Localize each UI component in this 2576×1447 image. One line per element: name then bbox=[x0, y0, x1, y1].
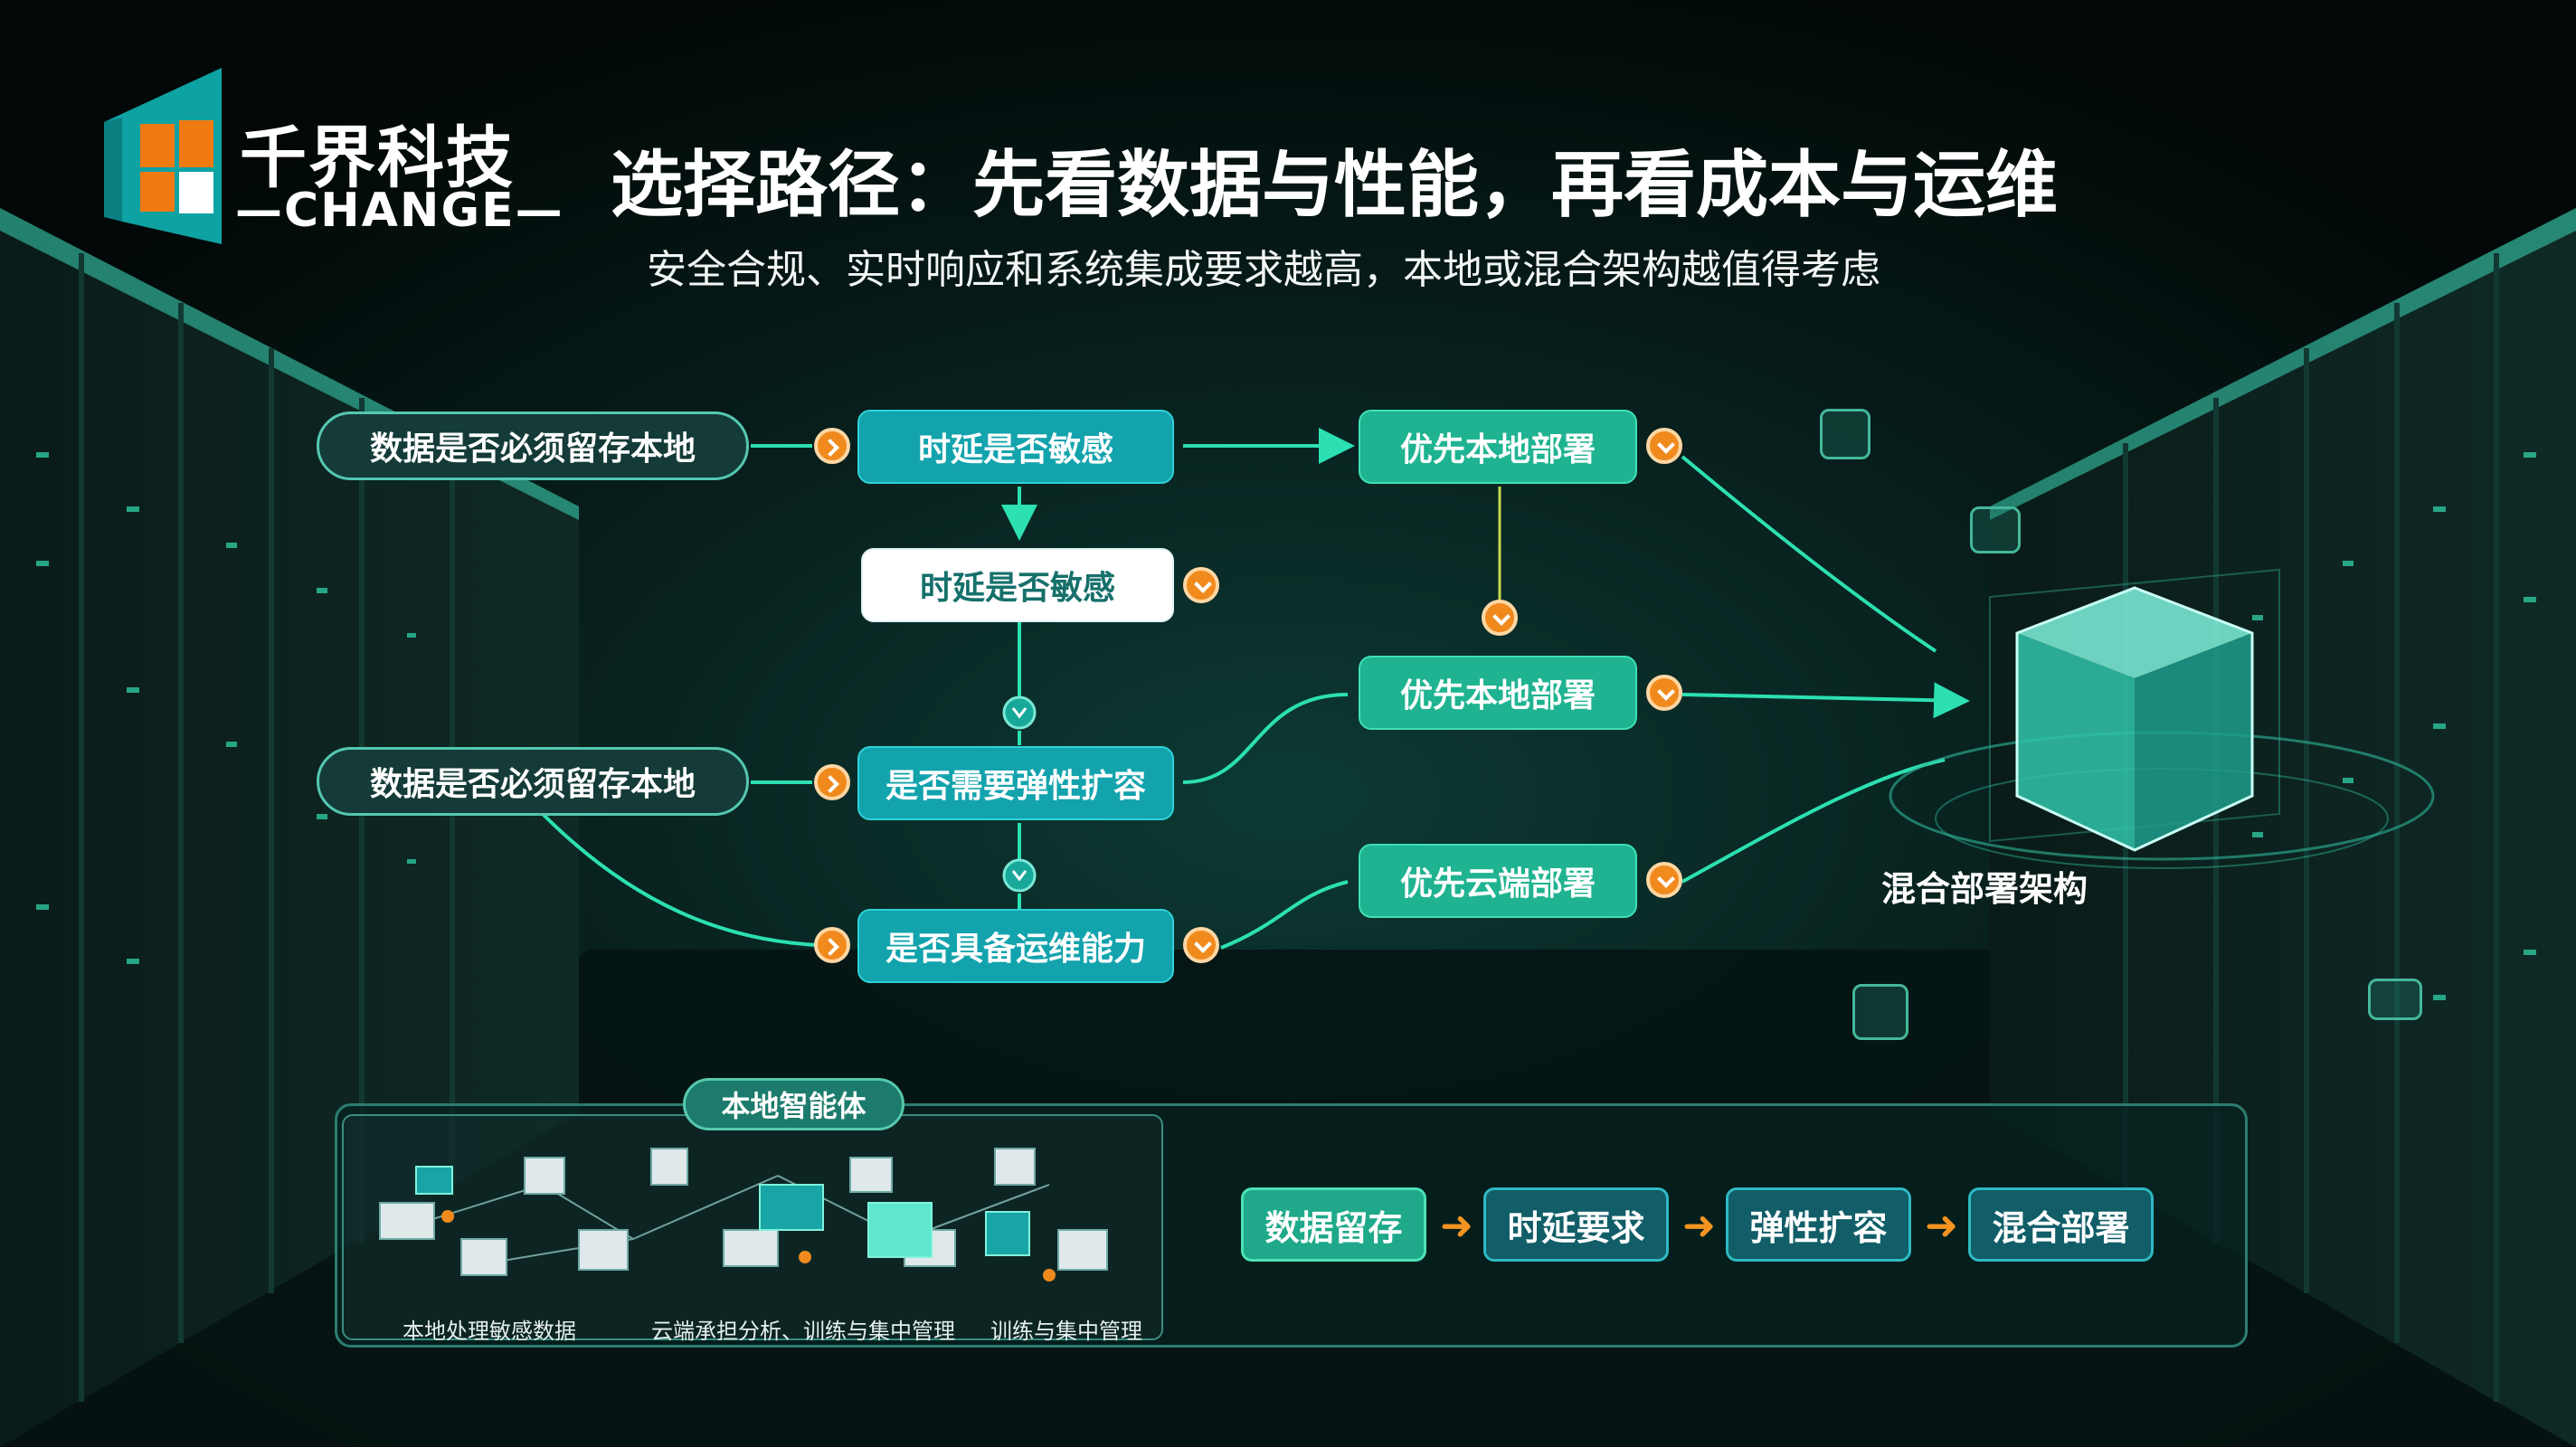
node-local-deploy-2: 优先本地部署 bbox=[1359, 656, 1637, 730]
node-latency-2: 时延是否敏感 bbox=[861, 548, 1174, 622]
panel-tag: 本地智能体 bbox=[683, 1078, 904, 1130]
node-data-local-2: 数据是否必须留存本地 bbox=[317, 747, 749, 816]
flow-step-hybrid: 混合部署 bbox=[1968, 1187, 2154, 1262]
flow-arrow-icon: ➜ bbox=[1682, 1203, 1716, 1249]
conn-r1-cube bbox=[1681, 455, 1937, 653]
brand-name: 千界科技 bbox=[240, 119, 515, 197]
brand-logo-mark-icon bbox=[104, 68, 222, 244]
panel-caption-1: 本地处理敏感数据 bbox=[402, 1319, 576, 1344]
hybrid-cube-icon bbox=[1889, 568, 2435, 869]
flow-arrow-icon: ➜ bbox=[1440, 1203, 1473, 1249]
shield-icon bbox=[1820, 409, 1870, 459]
flow-step-data: 数据留存 bbox=[1241, 1187, 1426, 1262]
arrow-badge-icon bbox=[1646, 428, 1682, 464]
node-data-local-1: 数据是否必须留存本地 bbox=[317, 411, 749, 480]
panel-caption-2: 云端承担分析、训练与集中管理 bbox=[651, 1319, 955, 1344]
arrow-badge-icon bbox=[1183, 927, 1219, 963]
conn-q5-r2 bbox=[1182, 693, 1349, 784]
lock-icon bbox=[1852, 984, 1908, 1040]
node-ops-capability: 是否具备运维能力 bbox=[857, 909, 1174, 983]
arrow-badge-icon bbox=[814, 927, 850, 963]
arrow-badge-icon bbox=[1482, 600, 1518, 636]
arrow-badge-icon bbox=[1646, 675, 1682, 711]
flow-step-elastic: 弹性扩容 bbox=[1726, 1187, 1911, 1262]
conn-q6-r3 bbox=[1220, 880, 1349, 950]
brand-sub: —CHANGE— bbox=[235, 184, 564, 238]
node-elastic-scale: 是否需要弹性扩容 bbox=[857, 746, 1174, 820]
arrow-badge-icon bbox=[814, 428, 850, 464]
card-icon bbox=[2368, 979, 2422, 1020]
arrow-badge-icon bbox=[1646, 862, 1682, 898]
conn-r2-cube bbox=[1681, 682, 1970, 719]
arrow-badge-icon bbox=[814, 764, 850, 800]
flow-arrow-icon: ➜ bbox=[1925, 1203, 1958, 1249]
cube-label: 混合部署架构 bbox=[1881, 869, 2088, 909]
node-local-deploy-1: 优先本地部署 bbox=[1359, 410, 1637, 484]
node-cloud-deploy: 优先云端部署 bbox=[1359, 844, 1637, 918]
conn-q4-q6 bbox=[541, 812, 819, 947]
page-subtitle: 安全合规、实时响应和系统集成要求越高，本地或混合架构越值得考虑 bbox=[647, 247, 1880, 293]
flow-step-latency: 时延要求 bbox=[1483, 1187, 1669, 1262]
arrow-badge-icon bbox=[1183, 567, 1219, 603]
down-arrow-markers bbox=[1002, 695, 1037, 893]
conn-r3-cube bbox=[1681, 758, 1946, 884]
node-latency-1: 时延是否敏感 bbox=[857, 410, 1174, 484]
isometric-devices-illustration bbox=[379, 1148, 1108, 1281]
panel-caption-3: 训练与集中管理 bbox=[990, 1319, 1142, 1344]
brand-logo: 千界科技 —CHANGE— bbox=[99, 68, 563, 249]
page-title: 选择路径：先看数据与性能，再看成本与运维 bbox=[611, 143, 2058, 227]
chip-icon bbox=[1970, 506, 2021, 553]
